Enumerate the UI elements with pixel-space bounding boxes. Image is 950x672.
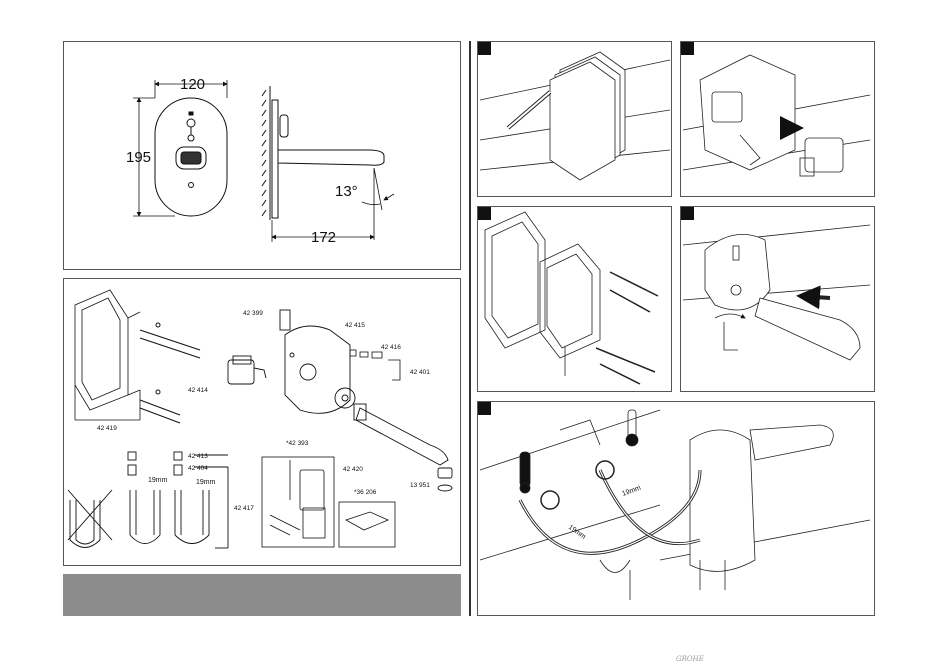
brand-logo: GROHE [676, 655, 704, 663]
battery-kit-box [262, 457, 334, 547]
step-3-drawing [485, 212, 658, 384]
part-42416: 42 416 [381, 344, 401, 351]
part-42399: 42 399 [243, 310, 263, 317]
step-2-drawing [683, 55, 870, 176]
small-fittings [350, 350, 400, 380]
part-42420: 42 420 [343, 466, 363, 473]
part-42414: 42 414 [188, 387, 208, 394]
wrench-size-a: 19mm [148, 477, 168, 484]
part-42404: 42 404 [188, 465, 208, 472]
solenoid-valve [228, 356, 266, 384]
tool-box [339, 502, 395, 547]
mounting-box-frame [75, 290, 140, 420]
projection-label: 172 [311, 229, 336, 246]
part-42419: 42 419 [97, 425, 117, 432]
aerator [438, 468, 452, 491]
step-5-drawing [480, 410, 870, 600]
part-42393: *42 393 [286, 440, 309, 447]
step-4-drawing [683, 225, 870, 360]
spout-side-view [262, 86, 384, 220]
step-1-drawing [480, 52, 670, 180]
part-36206: *36 206 [354, 489, 377, 496]
mounting-screws [140, 323, 200, 423]
part-42413: 42 413 [188, 453, 208, 460]
part-13951: 13 951 [410, 482, 430, 489]
cover-plate-part [280, 310, 350, 413]
part-42415: 42 415 [345, 322, 365, 329]
part-42417: 42 417 [234, 505, 254, 512]
wrench-size-b: 19mm [196, 479, 216, 486]
wrench-size-d: 19mm [621, 485, 642, 498]
height-label: 195 [126, 149, 151, 166]
angle-label: 13° [335, 183, 358, 200]
part-42401: 42 401 [410, 369, 430, 376]
spout-part [354, 404, 448, 465]
washer [335, 388, 355, 408]
width-label: 120 [180, 76, 205, 93]
angle-dimension [362, 168, 394, 240]
cover-plate-front-view [155, 98, 227, 216]
